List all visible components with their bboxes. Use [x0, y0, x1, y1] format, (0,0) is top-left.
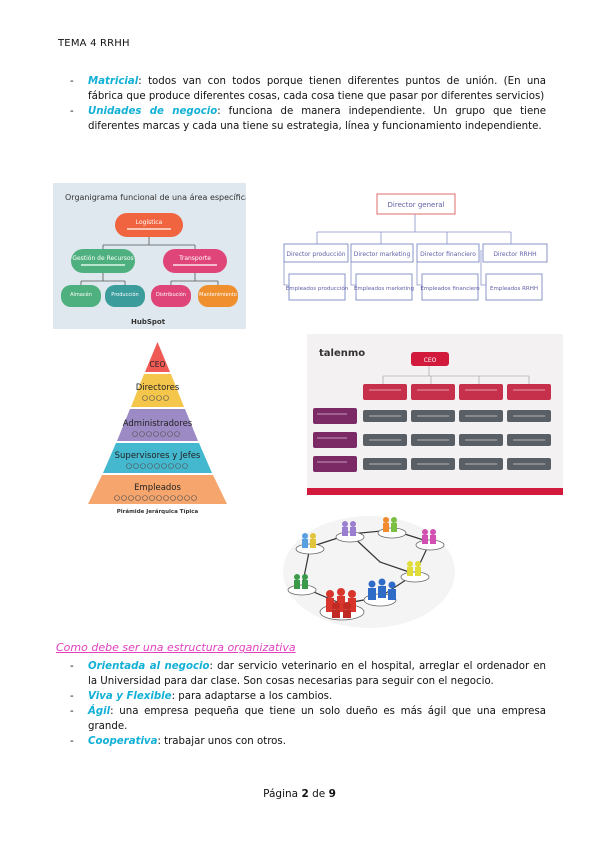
node-label: Producción [111, 291, 138, 298]
pyramid-level: Supervisores y Jefes [115, 451, 201, 461]
definition: una empresa pequeña que tiene un solo du… [88, 706, 547, 732]
term: Matricial [88, 76, 139, 87]
list-item: -Ágil: una empresa pequeña que tiene un … [70, 706, 547, 732]
node-label: CEO [424, 357, 437, 364]
list-item: -Cooperativa: trabajar unos con otros. [70, 736, 286, 747]
hubspot-logo: HubSpot [131, 318, 166, 326]
node-label: Empleados financiero [420, 286, 480, 292]
pyramid-level: Directores [136, 383, 180, 393]
list-item: -Matricial: todos van con todos porque t… [70, 76, 547, 102]
node-label: Director financiero [420, 251, 476, 258]
page-number: Página 2 de 9 [263, 788, 336, 800]
definition: funciona de manera independiente. Un gru… [88, 106, 546, 132]
node-label: Mantenimiento [199, 292, 237, 298]
term: Ágil [88, 706, 111, 717]
node-label: Empleados RRHH [490, 286, 538, 292]
talenmo-logo: talenmo [319, 348, 365, 359]
definition: para adaptarse a los cambios. [178, 691, 333, 702]
structure-qualities-list: -Orientada al negocio: dar servicio vete… [70, 659, 546, 749]
pyramid-level: Administradores [123, 419, 193, 429]
term: Viva y Flexible [88, 691, 172, 702]
list-item: -Viva y Flexible: para adaptarse a los c… [70, 691, 333, 702]
node-label: Gestión de Recursos [72, 255, 133, 262]
definition: todos van con todos porque tienen difere… [88, 76, 547, 102]
functional-org-chart-image: Organigrama funcional de una área especí… [53, 183, 246, 329]
matrix-org-chart-image: talenmo CEO [307, 334, 563, 495]
definition: dar servicio veterinario en el hospital,… [88, 661, 546, 687]
node-label: Transporte [178, 255, 211, 262]
figure-title: Organigrama funcional de una área especí… [65, 193, 246, 202]
hierarchy-pyramid-image: CEO Directores Administradores Superviso… [67, 338, 248, 516]
page-header: TEMA 4 RRHH [58, 38, 130, 49]
node-label: Almacén [70, 291, 92, 298]
node-label: Empleados marketing [354, 286, 414, 292]
node-label: Director producción [286, 251, 345, 258]
pyramid-level: CEO [150, 360, 166, 369]
section-title: Como debe ser una estructura organizativ… [56, 641, 296, 654]
list-item: -Orientada al negocio: dar servicio vete… [70, 661, 546, 687]
term: Orientada al negocio [88, 661, 210, 672]
term: Cooperativa [88, 736, 158, 747]
structure-types-list: -Matricial: todos van con todos porque t… [70, 74, 546, 134]
figure-caption: Pirámide Jerárquica Típica [117, 508, 199, 515]
node-label: Director marketing [354, 251, 411, 258]
definition: trabajar unos con otros. [164, 736, 286, 747]
pyramid-level: Empleados [134, 483, 181, 493]
node-label: Logística [136, 219, 163, 226]
list-item: -Unidades de negocio: funciona de manera… [70, 106, 546, 132]
node-label: Empleados producción [286, 285, 349, 292]
node-label: Director RRHH [493, 251, 536, 258]
people-network-image [280, 512, 458, 630]
term: Unidades de negocio [88, 106, 218, 117]
node-label: Distribución [156, 291, 186, 298]
departmental-org-chart-image: Director general Director producción Dir… [279, 190, 551, 304]
node-label: Director general [388, 201, 445, 209]
